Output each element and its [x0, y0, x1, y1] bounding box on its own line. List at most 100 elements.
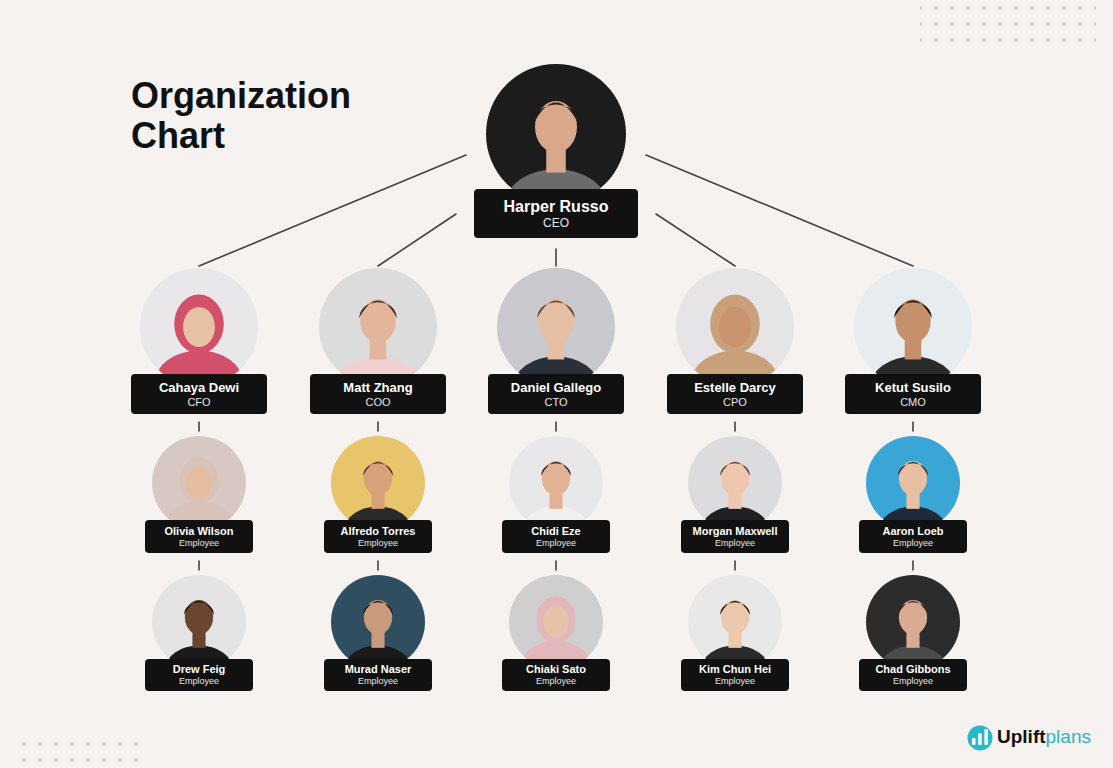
person-photo [866, 575, 960, 669]
portrait-face [364, 461, 392, 496]
portrait-scarf [691, 351, 780, 386]
person-card: Morgan MaxwellEmployee [681, 436, 789, 553]
person-card: Matt ZhangCOO [310, 268, 446, 414]
person-role: Employee [536, 676, 576, 687]
name-plate: Morgan MaxwellEmployee [681, 520, 789, 553]
person-name: Matt Zhang [343, 380, 412, 396]
person-photo [854, 268, 972, 386]
name-plate: Olivia WilsonEmployee [145, 520, 253, 553]
portrait-hair [541, 462, 571, 476]
portrait-hair [363, 601, 393, 615]
reporting-line [377, 561, 379, 570]
portrait-scarf [521, 641, 592, 669]
person-photo [866, 436, 960, 530]
portrait-body [165, 646, 233, 670]
name-plate: Chidi EzeEmployee [502, 520, 610, 553]
person-role: Employee [358, 676, 398, 687]
person-photo [331, 436, 425, 530]
portrait-body [344, 646, 412, 670]
logo-bar [972, 738, 976, 745]
reporting-line [555, 561, 557, 570]
portrait [497, 268, 615, 386]
portrait-hair [534, 103, 579, 124]
person-role: Employee [893, 676, 933, 687]
person-role: Employee [179, 538, 219, 549]
reporting-line [198, 422, 200, 431]
portrait-scarf [164, 502, 235, 530]
person-card: Chidi EzeEmployee [502, 436, 610, 553]
person-card: Harper RussoCEO [474, 64, 638, 238]
brand-logo: Upliftplans [997, 726, 1091, 748]
name-plate: Aaron LoebEmployee [859, 520, 967, 553]
person-photo [688, 436, 782, 530]
person-role: CTO [544, 396, 567, 409]
portrait [319, 268, 437, 386]
name-plate: Daniel GallegoCTO [488, 374, 624, 414]
person-card: Estelle DarcyCPO [667, 268, 803, 414]
person-role: CMO [900, 396, 926, 409]
portrait-face [899, 600, 927, 635]
portrait [688, 575, 782, 669]
portrait-hair [184, 601, 214, 615]
portrait-face [538, 299, 573, 343]
dot-grid [14, 734, 142, 766]
person-role: CEO [543, 216, 569, 230]
portrait [854, 268, 972, 386]
portrait [866, 575, 960, 669]
portrait-hair [359, 300, 397, 318]
person-photo [676, 268, 794, 386]
person-name: Cahaya Dewi [159, 380, 239, 396]
portrait-scarf [179, 457, 218, 504]
person-name: Chad Gibbons [875, 663, 950, 676]
person-role: CPO [723, 396, 747, 409]
portrait [152, 436, 246, 530]
person-name: Harper Russo [504, 197, 609, 216]
logo-word: Uplift [997, 726, 1046, 747]
reporting-line [198, 561, 200, 570]
person-card: Olivia WilsonEmployee [145, 436, 253, 553]
portrait-hair [720, 601, 750, 615]
name-plate: Matt ZhangCOO [310, 374, 446, 414]
portrait [331, 436, 425, 530]
logo-word: plans [1046, 726, 1091, 747]
person-card: Murad NaserEmployee [324, 575, 432, 691]
person-card: Cahaya DewiCFO [131, 268, 267, 414]
person-name: Drew Feig [173, 663, 226, 676]
portrait-scarf [710, 295, 760, 354]
logo-bar [978, 733, 982, 745]
person-photo [331, 575, 425, 669]
reporting-line [377, 422, 379, 431]
person-name: Ketut Susilo [875, 380, 951, 396]
person-photo [509, 436, 603, 530]
person-role: Employee [715, 676, 755, 687]
portrait-scarf [174, 295, 224, 354]
portrait [509, 436, 603, 530]
person-name: Chiaki Sato [526, 663, 586, 676]
person-card: Aaron LoebEmployee [859, 436, 967, 553]
person-photo [509, 575, 603, 669]
person-name: Chidi Eze [531, 525, 581, 538]
person-role: CFO [187, 396, 210, 409]
portrait-face [183, 307, 215, 347]
portrait-face [719, 307, 751, 347]
person-photo [688, 575, 782, 669]
chart-title: Organization Chart [131, 76, 391, 156]
dot-grid [920, 2, 1096, 50]
name-plate: Alfredo TorresEmployee [324, 520, 432, 553]
reporting-line [912, 561, 914, 570]
person-role: Employee [358, 538, 398, 549]
name-plate: Chad GibbonsEmployee [859, 659, 967, 691]
reporting-line [555, 422, 557, 431]
portrait-hair [537, 300, 575, 318]
reporting-line [555, 249, 557, 266]
reporting-line [646, 155, 913, 266]
person-card: Daniel GallegoCTO [488, 268, 624, 414]
reporting-line [656, 214, 735, 266]
name-plate: Drew FeigEmployee [145, 659, 253, 691]
portrait-face [535, 101, 577, 153]
name-plate: Kim Chun HeiEmployee [681, 659, 789, 691]
portrait [676, 268, 794, 386]
person-role: Employee [536, 538, 576, 549]
reporting-line [734, 561, 736, 570]
portrait-face [360, 299, 395, 343]
